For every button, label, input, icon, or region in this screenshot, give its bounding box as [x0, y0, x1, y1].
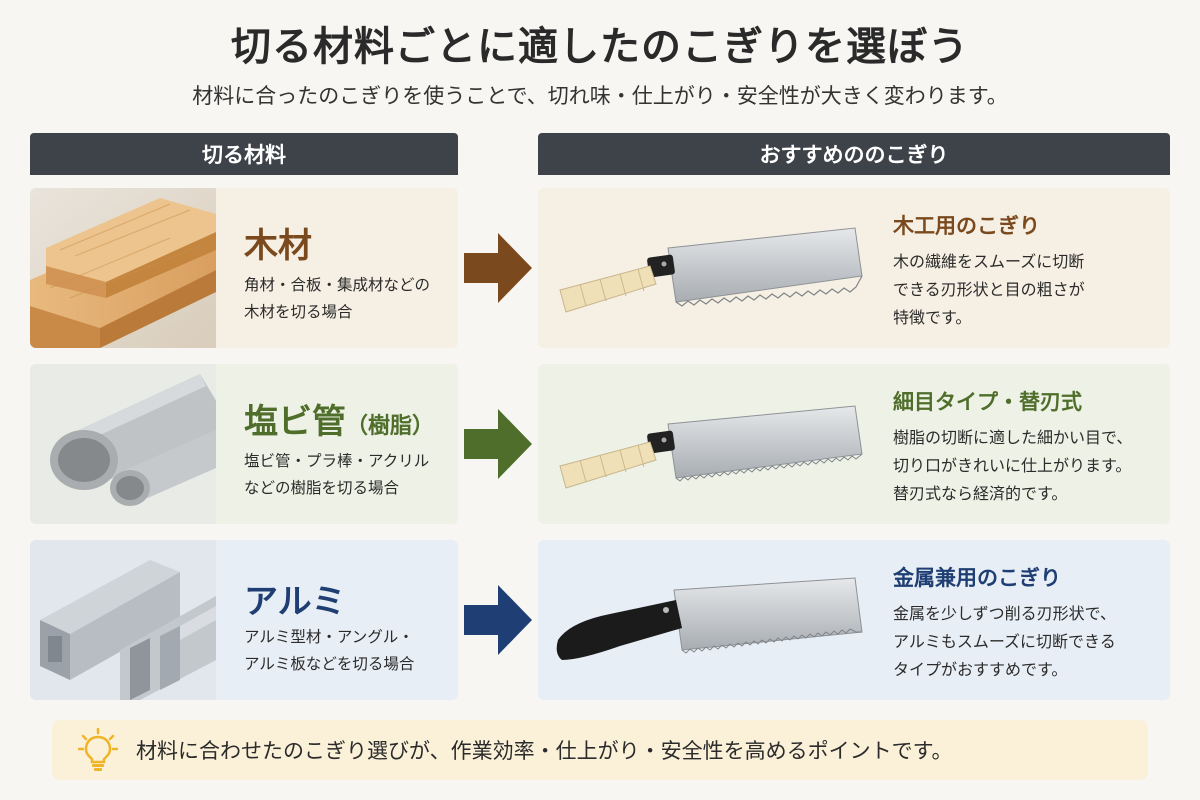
material-card-pvc: 塩ビ管（樹脂） 塩ビ管・プラ棒・アクリル などの樹脂を切る場合: [30, 364, 458, 524]
saw-card-aluminum: 金属兼用のこぎり 金属を少しずつ削る刃形状で、 アルミもスムーズに切断できる タ…: [538, 540, 1170, 700]
page-subtitle: 材料に合ったのこぎりを使うことで、切れ味・仕上がり・安全性が大きく変わります。: [192, 84, 1008, 108]
material-desc-line: 角材・合板・集成材などの: [244, 276, 431, 294]
saw-desc-line: 木の繊維をスムーズに切断: [893, 252, 1085, 271]
arrow-right-icon: [464, 585, 532, 655]
material-desc-line: 木材を切る場合: [244, 303, 353, 321]
saw-column-header: おすすめののこぎり: [538, 133, 1170, 175]
saw-title-aluminum: 金属兼用のこぎり: [893, 566, 1061, 590]
saw-title-wood: 木工用のこぎり: [893, 214, 1040, 238]
fine-tooth-saw-image: [559, 405, 863, 489]
saw-desc-line: 替刃式なら経済的です。: [893, 484, 1068, 503]
metal-saw-image: [556, 577, 863, 660]
lightbulb-icon: [78, 728, 118, 771]
material-desc-line: アルミ板などを切る場合: [244, 655, 415, 673]
material-name-text: 塩ビ管: [244, 402, 346, 442]
saw-card-pvc: 細目タイプ・替刃式 樹脂の切断に適した細かい目で、 切り口がきれいに仕上がります…: [538, 364, 1170, 524]
row-aluminum: アルミ アルミ型材・アングル・ アルミ板などを切る場合 金属兼用のこぎり 金属を…: [0, 540, 1200, 700]
tip-banner: 材料に合わせたのこぎり選びが、作業効率・仕上がり・安全性を高めるポイントです。: [52, 720, 1148, 780]
saw-desc-line: アルミもスムーズに切断できる: [893, 632, 1116, 651]
saw-desc-line: 切り口がきれいに仕上がります。: [893, 456, 1132, 475]
row-pvc: 塩ビ管（樹脂） 塩ビ管・プラ棒・アクリル などの樹脂を切る場合: [0, 364, 1200, 524]
material-desc-aluminum: アルミ型材・アングル・ アルミ板などを切る場合: [244, 624, 449, 678]
material-name-pvc: 塩ビ管（樹脂）: [244, 394, 434, 443]
saw-desc-pvc: 樹脂の切断に適した細かい目で、 切り口がきれいに仕上がります。 替刃式なら経済的…: [893, 424, 1163, 508]
material-desc-wood: 角材・合板・集成材などの 木材を切る場合: [244, 272, 449, 326]
material-name-sub: （樹脂）: [346, 414, 435, 439]
material-card-aluminum: アルミ アルミ型材・アングル・ アルミ板などを切る場合: [30, 540, 458, 700]
material-desc-pvc: 塩ビ管・プラ棒・アクリル などの樹脂を切る場合: [244, 448, 449, 502]
woodworking-saw-image: [559, 227, 863, 313]
material-column-header: 切る材料: [30, 133, 458, 175]
saw-desc-line: 樹脂の切断に適した細かい目で、: [893, 428, 1133, 447]
material-desc-line: アルミ型材・アングル・: [244, 628, 414, 646]
material-desc-line: などの樹脂を切る場合: [244, 479, 400, 497]
saw-desc-line: 金属を少しずつ削る刃形状で、: [893, 604, 1117, 623]
material-card-wood: 木材 角材・合板・集成材などの 木材を切る場合: [30, 188, 458, 348]
saw-card-wood: 木工用のこぎり 木の繊維をスムーズに切断 できる刃形状と目の粗さが 特徴です。: [538, 188, 1170, 348]
page-title: 切る材料ごとに適したのこぎりを選ぼう: [231, 24, 969, 70]
row-wood: 木材 角材・合板・集成材などの 木材を切る場合: [0, 188, 1200, 348]
material-name-text: アルミ: [244, 582, 346, 622]
material-desc-line: 塩ビ管・プラ棒・アクリル: [244, 452, 430, 470]
saw-desc-line: 特徴です。: [893, 308, 972, 327]
material-name-aluminum: アルミ: [244, 574, 346, 623]
pvc-pipes-image: [30, 364, 216, 524]
saw-desc-line: タイプがおすすめです。: [893, 660, 1068, 679]
saw-desc-line: できる刃形状と目の粗さが: [893, 280, 1085, 299]
wood-planks-image: [30, 188, 216, 348]
aluminum-profiles-image: [30, 540, 216, 700]
saw-desc-wood: 木の繊維をスムーズに切断 できる刃形状と目の粗さが 特徴です。: [893, 248, 1163, 332]
arrow-right-icon: [464, 233, 532, 303]
saw-title-pvc: 細目タイプ・替刃式: [893, 390, 1082, 414]
material-name-wood: 木材: [244, 218, 312, 267]
saw-desc-aluminum: 金属を少しずつ削る刃形状で、 アルミもスムーズに切断できる タイプがおすすめです…: [893, 600, 1163, 684]
material-name-text: 木材: [244, 226, 312, 266]
arrow-right-icon: [464, 409, 532, 479]
tip-text: 材料に合わせたのこぎり選びが、作業効率・仕上がり・安全性を高めるポイントです。: [136, 739, 953, 763]
